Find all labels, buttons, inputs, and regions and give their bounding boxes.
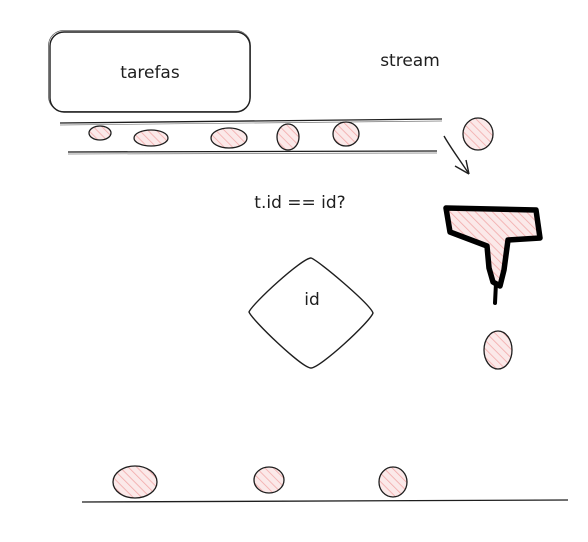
- stream-item: [332, 121, 360, 147]
- tasks-box[interactable]: tarefas: [48, 30, 251, 113]
- stream-items: [88, 117, 494, 151]
- stream-conveyor: [59, 118, 443, 155]
- stream-label: stream: [380, 51, 440, 71]
- output-item: [112, 465, 158, 499]
- stream-item: [88, 125, 112, 141]
- id-diamond[interactable]: id: [248, 257, 374, 369]
- stream-item: [276, 123, 300, 151]
- stream-item: [133, 129, 169, 147]
- filter-condition: t.id == id?: [254, 193, 345, 213]
- filtered-item: [483, 330, 513, 370]
- arrow-down-right-icon: [443, 135, 470, 175]
- tasks-box-label: tarefas: [120, 63, 180, 83]
- id-diamond-label: id: [304, 290, 320, 310]
- output-items: [112, 465, 408, 499]
- output-item: [253, 466, 285, 494]
- stream-item: [210, 127, 248, 149]
- output-item: [378, 466, 408, 498]
- funnel-t-icon: [443, 205, 543, 305]
- output-line: [81, 499, 569, 503]
- stream-item: [462, 117, 494, 151]
